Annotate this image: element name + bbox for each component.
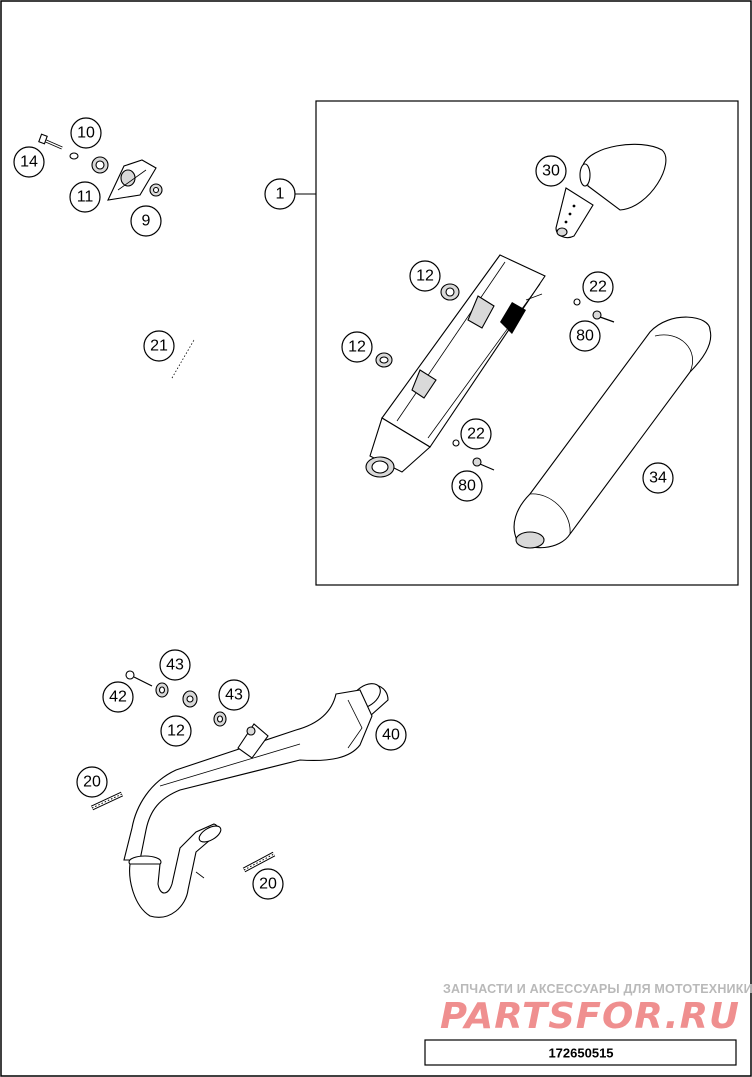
callout-22-lower: 22 [460, 418, 492, 450]
spring-21 [170, 339, 196, 379]
callout-label: 43 [225, 687, 243, 704]
nut-9 [149, 183, 163, 197]
spring-20-left [90, 791, 124, 811]
callout-label: 21 [150, 338, 168, 355]
callout-label: 12 [348, 339, 366, 356]
end-cap-30 [555, 143, 667, 239]
callout-label: 42 [109, 689, 127, 706]
callout-label: 80 [458, 478, 476, 495]
mounting-bolt-14 [38, 133, 63, 150]
callout-34: 34 [642, 462, 674, 494]
callout-12-header: 12 [160, 715, 192, 747]
callout-30: 30 [535, 155, 567, 187]
grommet-12-header [182, 690, 198, 708]
silencer-sleeve-34 [513, 316, 712, 549]
callout-20-right: 20 [252, 868, 284, 900]
callout-label: 14 [20, 154, 38, 171]
grommet-12-lower [375, 352, 393, 368]
silencer-assembly-box [315, 100, 739, 586]
callout-43-lower: 43 [218, 679, 250, 711]
spring-20-right [242, 851, 276, 873]
callout-label: 10 [77, 125, 95, 142]
callout-12-lower: 12 [341, 331, 373, 363]
callout-label: 1 [276, 186, 285, 203]
exhaust-bracket [237, 723, 269, 759]
callout-40: 40 [375, 719, 407, 751]
callout-label: 34 [649, 470, 667, 487]
washer-80-upper [592, 310, 615, 323]
callout-14: 14 [13, 146, 45, 178]
callout-label: 20 [83, 774, 101, 791]
callout-label: 12 [167, 723, 185, 740]
damper-43-lower [213, 711, 227, 727]
callout-9: 9 [130, 205, 162, 237]
bracket-plate [107, 159, 157, 201]
callout-label: 12 [416, 268, 434, 285]
callout-1: 1 [264, 178, 296, 210]
washer-10 [69, 152, 79, 160]
rubber-bush-11 [91, 156, 109, 174]
callout-label: 22 [467, 426, 485, 443]
drawing-code: 172650515 [548, 1046, 613, 1061]
callout-11: 11 [69, 181, 101, 213]
header-pipe-40 [123, 683, 389, 918]
screw-22-upper [573, 298, 581, 306]
callout-42: 42 [102, 681, 134, 713]
callout-12-upper: 12 [409, 260, 441, 292]
callout-label: 80 [576, 328, 594, 345]
callout-label: 30 [542, 163, 560, 180]
callout-80-upper: 80 [569, 320, 601, 352]
silencer-body [365, 254, 546, 478]
callout-43-upper: 43 [159, 649, 191, 681]
grommet-12-upper [440, 283, 460, 301]
callout-label: 40 [382, 727, 400, 744]
washer-80-lower [472, 457, 495, 471]
callout-label: 43 [166, 657, 184, 674]
callout-label: 11 [77, 189, 94, 206]
callout-label: 20 [259, 876, 277, 893]
watermark-logo: PARTSFOR.RU [440, 996, 740, 1037]
screw-22-lower [452, 439, 460, 447]
screw-42 [125, 670, 153, 687]
callout-10: 10 [70, 117, 102, 149]
callout-80-lower: 80 [451, 470, 483, 502]
damper-43-upper [155, 682, 169, 698]
watermark-tagline: ЗАПЧАСТИ И АКСЕССУАРЫ ДЛЯ МОТОТЕХНИКИ [443, 982, 752, 996]
callout-22-upper: 22 [582, 271, 614, 303]
callout-label: 9 [142, 213, 151, 230]
callout-21: 21 [143, 330, 175, 362]
drawing-code-box [424, 1039, 737, 1066]
callout-label: 22 [589, 279, 607, 296]
callout-20-left: 20 [76, 766, 108, 798]
